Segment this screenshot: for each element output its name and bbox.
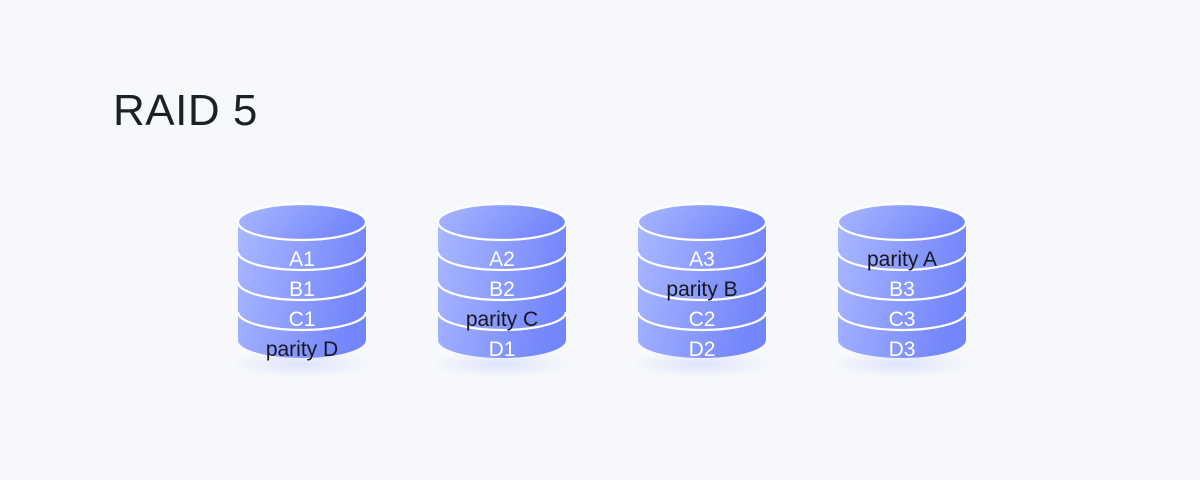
disk-body — [438, 222, 566, 358]
disk-cylinder-icon — [632, 202, 772, 378]
disk-top-cap — [836, 202, 968, 242]
row-separator — [836, 251, 968, 272]
disk-shadow — [432, 350, 572, 378]
disk-top-cap — [236, 202, 368, 242]
data-block-label: D1 — [488, 338, 516, 361]
row-separator — [236, 251, 368, 272]
disk-body — [238, 222, 366, 358]
data-block-label: B3 — [889, 278, 915, 301]
row-separator — [836, 311, 968, 332]
parity-block-label: parity C — [465, 308, 539, 331]
data-block-label: B1 — [289, 278, 315, 301]
row-separator — [236, 281, 368, 302]
disk-cylinder-icon — [232, 202, 372, 378]
row-separator — [636, 281, 768, 302]
disk-cylinder-icon — [432, 202, 572, 378]
disk-top-cap — [636, 202, 768, 242]
data-block-label: D3 — [888, 338, 916, 361]
disk-top-cap — [436, 202, 568, 242]
disk-cylinder-icon — [832, 202, 972, 378]
data-block-label: A2 — [489, 248, 515, 271]
row-separator — [236, 311, 368, 332]
disk-shadow — [232, 350, 372, 378]
row-separator — [436, 281, 568, 302]
row-separator — [836, 281, 968, 302]
disk-body — [638, 222, 766, 358]
data-block-label: C3 — [888, 308, 916, 331]
row-separator — [436, 311, 568, 332]
row-separator — [436, 251, 568, 272]
data-block-label: A1 — [289, 248, 315, 271]
disk-shadow — [832, 350, 972, 378]
disk-body — [838, 222, 966, 358]
disk-shadow — [632, 350, 772, 378]
parity-block-label: parity A — [866, 248, 938, 271]
data-block-label: C2 — [688, 308, 716, 331]
diagram-title: RAID 5 — [113, 86, 258, 135]
data-block-label: C1 — [288, 308, 316, 331]
data-block-label: B2 — [489, 278, 515, 301]
row-separator — [636, 251, 768, 272]
data-block-label: D2 — [688, 338, 716, 361]
parity-block-label: parity B — [666, 278, 738, 301]
parity-block-label: parity D — [265, 338, 339, 361]
data-block-label: A3 — [689, 248, 715, 271]
row-separator — [636, 311, 768, 332]
